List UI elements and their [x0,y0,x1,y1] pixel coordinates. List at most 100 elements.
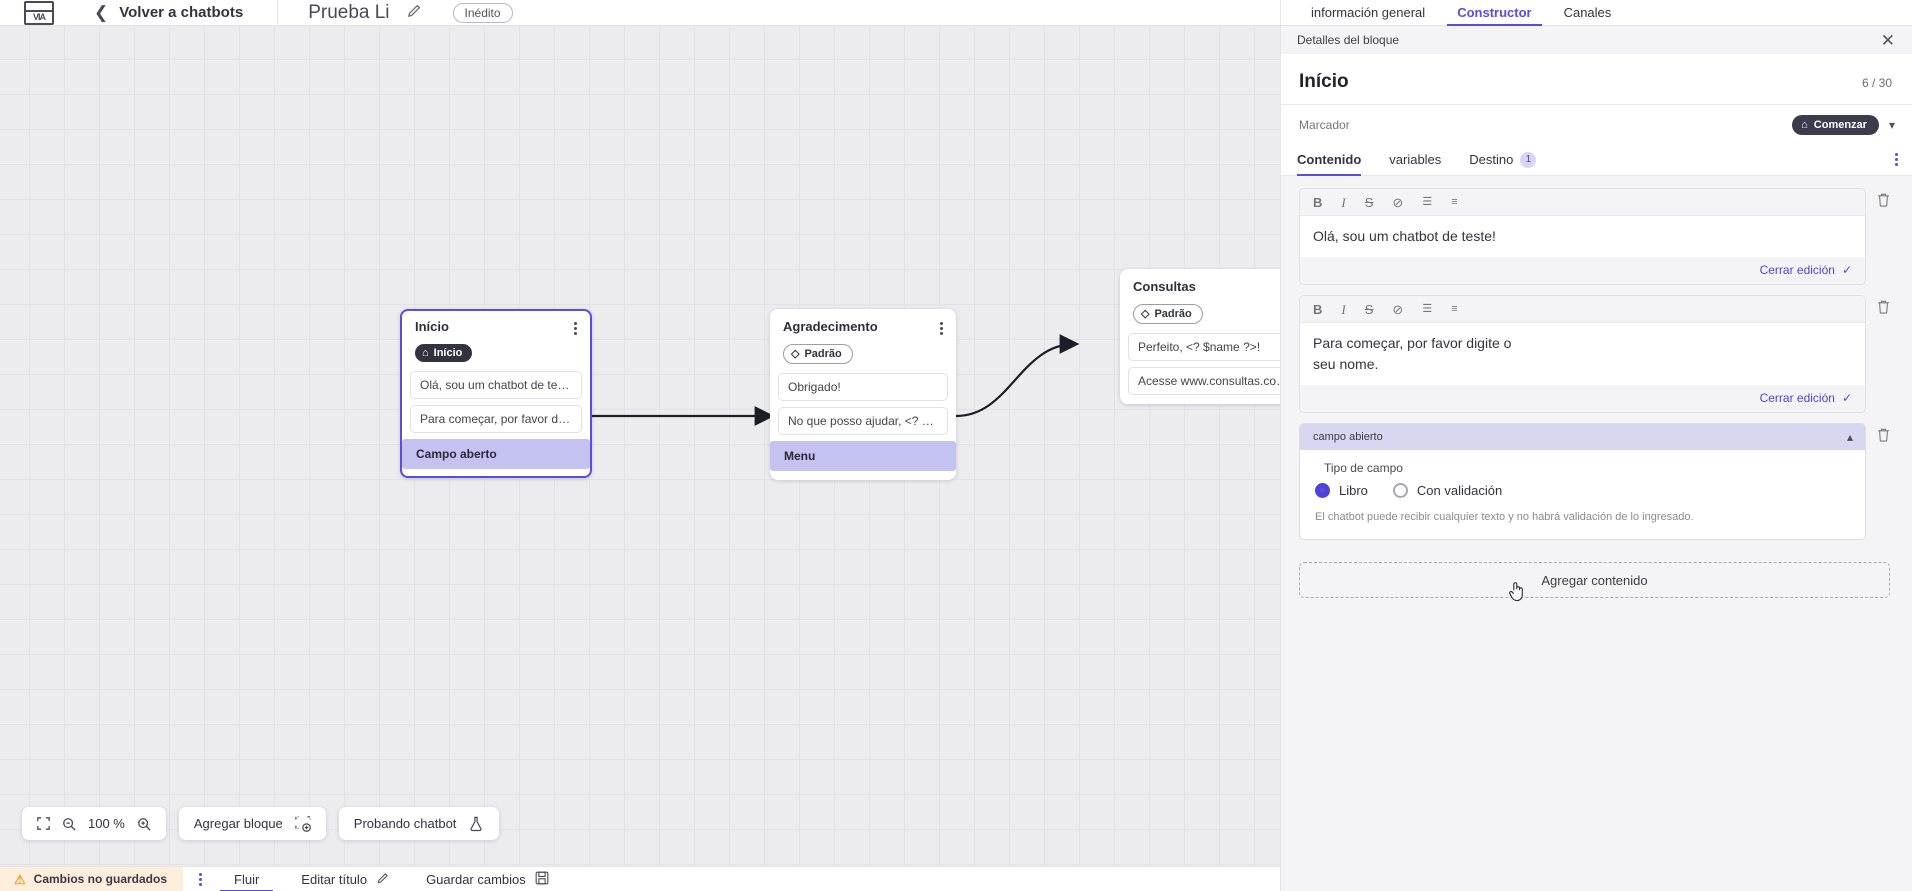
tab-contenido-label: Contenido [1297,152,1362,167]
logo-text: VIA [26,11,52,23]
rich-text-editor[interactable]: B I S ⊘ ☰ ≡ Olá, sou um chatbot de teste… [1299,188,1866,286]
back-to-chatbots-link[interactable]: Volver a chatbots [119,4,244,21]
node-row[interactable]: Perfeito, <? $name ?>! [1128,333,1302,361]
page-title: Prueba Li [308,1,390,23]
bullet-list-icon[interactable]: ☰ [1422,303,1433,316]
tab-destino-label: Destino [1469,152,1514,167]
trash-icon[interactable] [1866,188,1900,208]
trash-icon[interactable] [1866,423,1900,443]
unsaved-changes-indicator: ⚠ Cambios no guardados [0,866,184,891]
numbered-list-icon[interactable]: ≡ [1451,303,1458,316]
node-row[interactable]: Olá, sou um chatbot de teste! [410,371,582,399]
section-menu-icon[interactable] [1895,153,1898,166]
radio-con-validacion-label[interactable]: Con validación [1416,482,1503,498]
panel-subheader-label: Detalles del bloque [1297,33,1400,47]
flow-node-consultas[interactable]: Consultas ◇ Padrão Perfeito, <? $name ?>… [1120,269,1310,404]
strikethrough-icon[interactable]: S [1364,195,1374,210]
status-badge: Inédito [452,2,513,23]
panel-subheader: Detalles del bloque ✕ [1281,26,1912,54]
save-changes-button[interactable]: Guardar cambios [426,871,549,888]
block-details-panel: información general Constructor Canales … [1280,0,1912,891]
close-edit-label: Cerrar edición [1759,390,1835,405]
node-row[interactable]: Acesse www.consultas.com par... [1128,367,1302,395]
pencil-icon[interactable] [406,2,423,24]
chevron-up-icon[interactable]: ▴ [1846,429,1853,444]
open-field-body: Tipo de campo Libro Con validación El ch… [1300,450,1865,540]
open-field-card[interactable]: campo abierto ▴ Tipo de campo Libro Con … [1299,422,1866,541]
node-title: Agradecimento [783,319,878,334]
close-edit-button[interactable]: Cerrar edición ✓ [1760,391,1852,405]
node-row[interactable]: Obrigado! [778,373,948,401]
status-bar: ⚠ Cambios no guardados Fluir Editar títu… [0,866,1560,891]
italic-icon[interactable]: I [1341,302,1346,318]
node-menu-icon[interactable] [574,319,577,335]
strikethrough-icon[interactable]: S [1364,302,1374,318]
flow-node-inicio[interactable]: Início ⌂ Início Olá, sou um chatbot de t… [400,309,592,478]
bold-icon[interactable]: B [1313,195,1323,210]
open-field-header[interactable]: campo abierto ▴ [1300,423,1865,450]
node-row-selected[interactable]: Menu [770,441,956,471]
pencil-icon [376,871,390,888]
field-type-legend: Tipo de campo [1324,460,1403,475]
node-tag-label: Início [433,347,463,359]
fit-screen-icon[interactable] [37,817,50,830]
tab-fluir[interactable]: Fluir [219,867,274,891]
node-row[interactable]: Para começar, por favor digite o ... [410,405,582,433]
warning-triangle-icon: ⚠ [14,871,26,887]
marker-start-pill[interactable]: ⌂ Comenzar [1792,115,1879,135]
check-icon: ✓ [1841,390,1852,405]
tab-constructor[interactable]: Constructor [1441,5,1547,26]
zoom-in-icon[interactable] [137,817,151,831]
close-icon[interactable]: ✕ [1880,30,1895,50]
test-chatbot-label: Probando chatbot [353,816,457,831]
node-tag-start: ⌂ Início [415,344,473,362]
panel-title-row: Início 6 / 30 [1281,54,1912,105]
link-icon[interactable]: ⊘ [1392,195,1404,210]
tab-variables[interactable]: variables [1389,144,1441,176]
tab-fluir-label: Fluir [234,871,260,887]
tab-informacion-general[interactable]: información general [1311,5,1426,20]
zoom-out-icon[interactable] [62,817,76,831]
add-block-button[interactable]: Agregar bloque [178,807,326,840]
zoom-controls[interactable]: 100 % [22,807,166,840]
italic-icon[interactable]: I [1341,195,1346,210]
test-chatbot-button[interactable]: Probando chatbot [338,807,500,840]
editor-toolbar: B I S ⊘ ☰ ≡ [1300,189,1865,216]
add-content-button[interactable]: Agregar contenido [1299,562,1890,602]
rich-text-editor[interactable]: B I S ⊘ ☰ ≡ Para começar, por favor digi… [1299,295,1866,413]
tab-canales[interactable]: Canales [1563,5,1612,20]
editor-text-value[interactable]: Para começar, por favor digite o seu nom… [1300,323,1530,385]
marker-pill-label: Comenzar [1813,119,1867,131]
tab-variables-label: variables [1389,152,1442,167]
edit-title-button[interactable]: Editar título [301,871,390,888]
flow-node-agradecimento[interactable]: Agradecimento ◇ Padrão Obrigado! No que … [770,309,956,480]
node-row-selected[interactable]: Campo aberto [402,439,590,469]
statusbar-menu-icon[interactable] [199,872,203,886]
node-menu-icon[interactable] [940,319,943,335]
app-logo-icon[interactable]: VIA [24,0,54,25]
bullet-list-icon[interactable]: ☰ [1422,196,1433,208]
field-type-radio-group: Libro Con validación [1315,482,1850,498]
numbered-list-icon[interactable]: ≡ [1451,196,1458,208]
node-row[interactable]: No que posso ajudar, <? $name ... [778,407,948,435]
node-tag-default: ◇ Padrão [783,344,853,364]
trash-icon[interactable] [1866,295,1900,315]
panel-block-count: 6 / 30 [1861,76,1892,90]
tab-contenido[interactable]: Contenido [1297,144,1362,176]
bold-icon[interactable]: B [1313,302,1323,318]
node-rows: Olá, sou um chatbot de teste! Para começ… [402,371,590,469]
radio-libro[interactable] [1315,482,1330,498]
panel-section-tabs: Contenido variables Destino 1 [1281,144,1912,176]
chevron-down-icon[interactable]: ▾ [1888,118,1895,132]
editor-text-value[interactable]: Olá, sou um chatbot de teste! [1300,216,1865,258]
back-chevron-icon[interactable]: ❮ [94,3,109,22]
panel-title: Início [1299,71,1349,92]
tab-destino[interactable]: Destino 1 [1469,144,1537,176]
panel-tab-bar: información general Constructor Canales [1281,0,1912,26]
radio-con-validacion[interactable] [1392,482,1408,498]
link-icon[interactable]: ⊘ [1392,302,1404,318]
close-edit-button[interactable]: Cerrar edición ✓ [1760,263,1852,277]
radio-libro-label[interactable]: Libro [1339,482,1368,498]
hand-pointer-cursor [1508,580,1527,608]
